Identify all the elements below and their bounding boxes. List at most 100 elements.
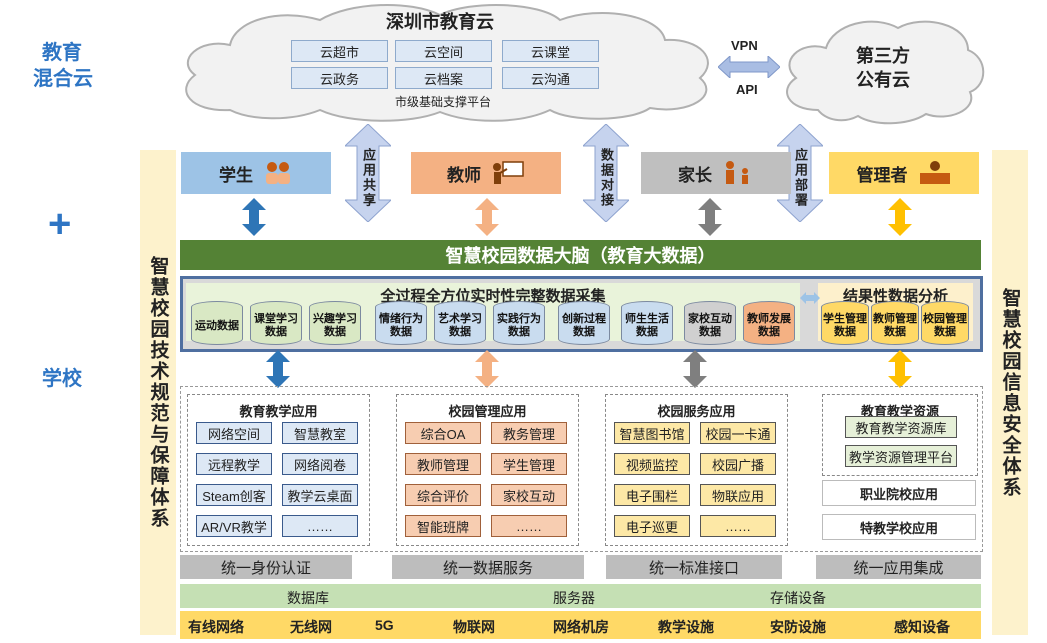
parent-child-icon — [726, 161, 748, 184]
infra-security-facilities: 安防设施 — [770, 619, 826, 635]
data-cylinder: 运动数据 — [191, 301, 243, 345]
data-cylinder: 师生生活数据 — [621, 301, 673, 345]
infra-database: 数据库 — [287, 590, 329, 606]
arrow-label-share: 应用共享 — [361, 148, 376, 208]
cloud-service: 云课堂 — [502, 40, 599, 62]
app-item: 教学云桌面 — [282, 484, 358, 506]
cloud-service: 云档案 — [395, 67, 492, 89]
panel-teaching-title: 教育教学应用 — [239, 404, 318, 419]
infra-wired-network: 有线网络 — [188, 619, 244, 635]
app-item: 智慧教室 — [282, 422, 358, 444]
arrow-label-data: 数据对接 — [599, 148, 614, 208]
arrow-teaching-icon — [266, 350, 290, 388]
arrow-student-icon — [242, 198, 266, 236]
data-cylinder: 教师发展数据 — [743, 301, 795, 345]
data-cylinder: 兴趣学习数据 — [309, 301, 361, 345]
panel-service-title: 校园服务应用 — [657, 404, 736, 419]
infra-software-bar — [180, 584, 981, 608]
api-label: API — [736, 82, 758, 97]
vertical-double-arrow-icon — [583, 124, 629, 222]
city-cloud-shape — [185, 4, 709, 122]
app-item: 远程教学 — [196, 453, 272, 475]
third-party-line2: 公有云 — [856, 70, 910, 90]
infra-teaching-facilities: 教学设施 — [658, 619, 714, 635]
analysis-title: 结果性数据分析 — [842, 288, 948, 305]
app-item: 教育教学资源库 — [845, 416, 957, 438]
infra-iot: 物联网 — [453, 619, 495, 635]
infra-machine-room: 网络机房 — [553, 619, 609, 635]
app-item: 教务管理 — [491, 422, 567, 444]
city-platform-label: 市级基础支撑平台 — [395, 95, 492, 109]
infra-hardware-bar — [180, 611, 981, 639]
app-item: 综合OA — [405, 422, 481, 444]
cloud-service: 云政务 — [291, 67, 388, 89]
infra-server: 服务器 — [553, 590, 595, 606]
app-item: 网络空间 — [196, 422, 272, 444]
infra-storage: 存储设备 — [770, 590, 826, 606]
arrow-resources-icon — [888, 350, 912, 388]
cloud-service: 云空间 — [395, 40, 492, 62]
app-item: 教学资源管理平台 — [845, 445, 957, 467]
app-item: …… — [282, 515, 358, 537]
label-school: 学校 — [42, 368, 82, 390]
arrow-teacher-icon — [475, 198, 499, 236]
plus-sign: + — [48, 202, 72, 246]
app-item: 电子巡更 — [614, 515, 690, 537]
app-item: …… — [700, 515, 776, 537]
unified-data-bar: 统一数据服务 — [392, 555, 584, 579]
unified-interface-bar: 统一标准接口 — [606, 555, 782, 579]
role-admin-label: 管理者 — [856, 165, 908, 185]
analysis-cylinder: 校园管理数据 — [921, 301, 969, 345]
app-item: 智慧图书馆 — [614, 422, 690, 444]
label-education: 教育 — [42, 42, 82, 64]
app-item: 网络阅卷 — [282, 453, 358, 475]
third-party-cloud-shape — [786, 20, 985, 125]
arrow-parent-icon — [698, 198, 722, 236]
collection-analysis-arrow-icon — [800, 292, 820, 304]
cloud-service: 云超市 — [291, 40, 388, 62]
app-item: 校园一卡通 — [700, 422, 776, 444]
collection-title: 全过程全方位实时性完整数据采集 — [380, 288, 606, 305]
app-item: 电子围栏 — [614, 484, 690, 506]
panel-management-title: 校园管理应用 — [448, 404, 527, 419]
role-parent-label: 家长 — [678, 165, 712, 185]
vocational-app: 职业院校应用 — [822, 480, 976, 506]
role-parent: 家长 — [641, 152, 791, 194]
app-item: AR/VR教学 — [196, 515, 272, 537]
unified-integration-bar: 统一应用集成 — [816, 555, 981, 579]
cloud-service: 云沟通 — [502, 67, 599, 89]
app-item: 综合评价 — [405, 484, 481, 506]
data-cylinder: 课堂学习数据 — [250, 301, 302, 345]
app-item: 物联应用 — [700, 484, 776, 506]
infra-sensing-devices: 感知设备 — [894, 619, 950, 635]
infra-5g: 5G — [375, 617, 394, 633]
vpn-label: VPN — [731, 38, 758, 53]
third-party-line1: 第三方 — [856, 46, 910, 66]
arrow-admin-icon — [888, 198, 912, 236]
vertical-double-arrow-icon — [345, 124, 391, 222]
teacher-board-icon — [493, 161, 524, 184]
right-pillar: 智慧校园信息安全体系 — [992, 150, 1028, 635]
app-item: 教师管理 — [405, 453, 481, 475]
app-item: 校园广播 — [700, 453, 776, 475]
app-item: 学生管理 — [491, 453, 567, 475]
data-cylinder: 情绪行为数据 — [375, 301, 427, 345]
data-cylinder: 创新过程数据 — [558, 301, 610, 345]
left-pillar: 智慧校园技术规范与保障体系 — [140, 150, 176, 635]
vertical-double-arrow-icon — [777, 124, 823, 222]
unified-auth-bar: 统一身份认证 — [180, 555, 352, 579]
app-item: Steam创客 — [196, 484, 272, 506]
data-cylinder: 家校互动数据 — [684, 301, 736, 345]
panel-resources-title: 教育教学资源 — [860, 404, 939, 419]
infra-wireless: 无线网 — [290, 619, 332, 635]
app-item: 视频监控 — [614, 453, 690, 475]
data-cylinder: 艺术学习数据 — [434, 301, 486, 345]
role-student: 学生 — [181, 152, 331, 194]
role-teacher: 教师 — [411, 152, 561, 194]
arrow-label-deploy: 应用部署 — [793, 148, 808, 208]
role-admin: 管理者 — [829, 152, 979, 194]
role-teacher-label: 教师 — [447, 165, 481, 185]
arrow-service-icon — [683, 350, 707, 388]
app-item: 家校互动 — [491, 484, 567, 506]
data-brain-bar: 智慧校园数据大脑（教育大数据） — [180, 240, 981, 270]
